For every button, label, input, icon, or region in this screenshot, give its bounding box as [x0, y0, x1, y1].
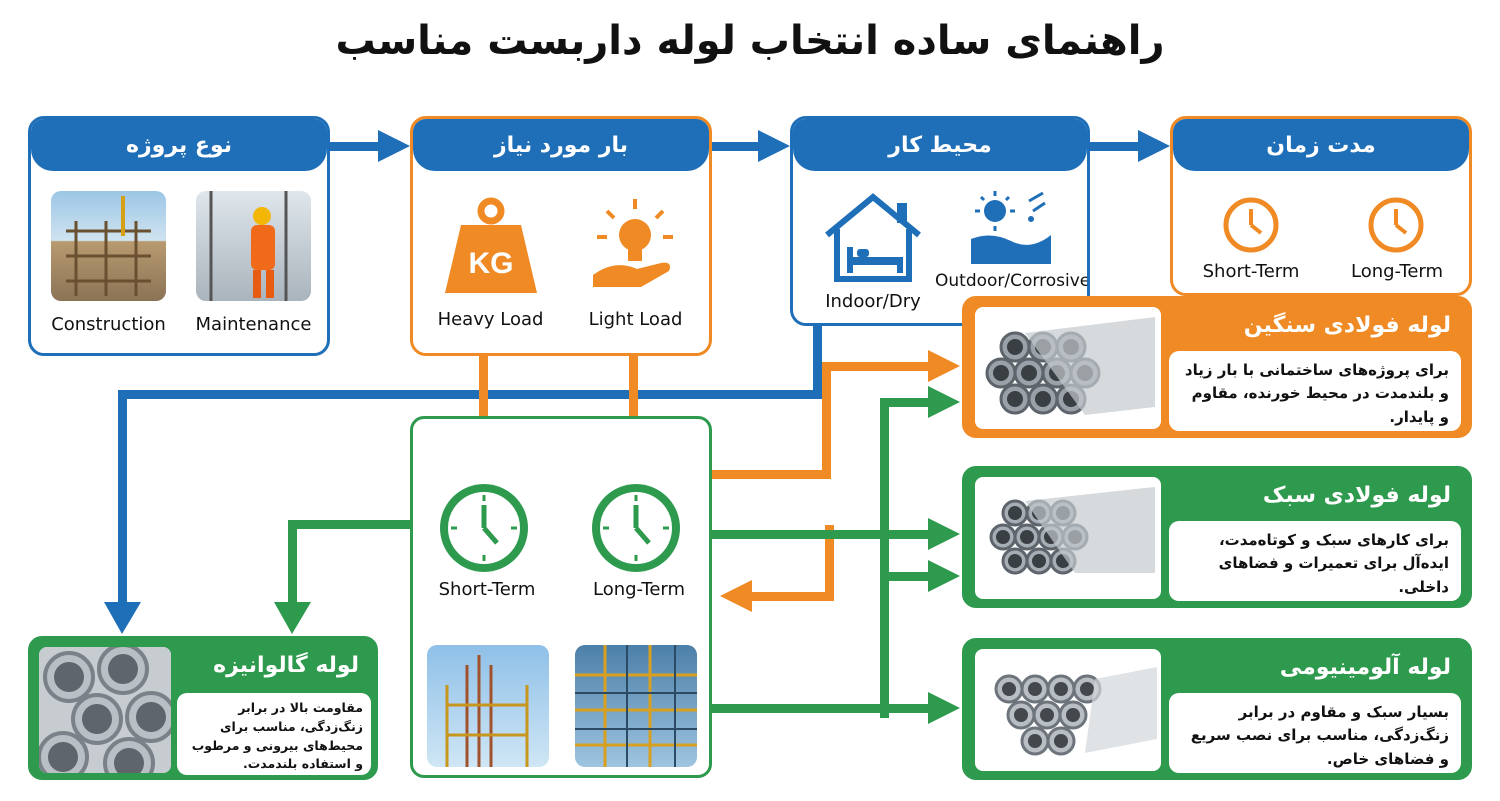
- load-header: بار مورد نیاز: [413, 119, 709, 171]
- site-photo: [427, 645, 549, 767]
- clock-icon: [1366, 195, 1426, 255]
- environment-card: محیط کار Indoor/Dry Outdoor/Corrosive: [790, 116, 1090, 326]
- page-title: راهنمای ساده انتخاب لوله داربست مناسب: [335, 18, 1165, 64]
- duration-header: مدت زمان: [1173, 119, 1469, 171]
- project-type-card: نوع پروژه Construction Maintenance: [28, 116, 330, 356]
- light-steel-title: لوله فولادی سبک: [1262, 483, 1451, 508]
- steel-pipes-image: [975, 477, 1161, 599]
- clock-icon: [1221, 195, 1281, 255]
- heavy-load-label: Heavy Load: [437, 309, 544, 330]
- project-type-header: نوع پروژه: [31, 119, 327, 171]
- heavy-steel-pipe-card: لوله فولادی سنگین برای پروژه‌های ساختمان…: [962, 296, 1472, 438]
- environment-header: محیط کار: [793, 119, 1087, 171]
- steel-pipes-image: [975, 307, 1161, 429]
- construction-photo: [51, 191, 166, 301]
- light-load-label: Light Load: [588, 309, 683, 330]
- galvanized-desc: مقاومت بالا در برابر زنگ‌زدگی، مناسب برا…: [177, 693, 371, 775]
- maintenance-photo: [196, 191, 311, 301]
- step-arrows: [330, 130, 1170, 162]
- green-connectors: [274, 386, 960, 724]
- heavy-steel-desc: برای پروژه‌های ساختمانی با بار زیاد و بل…: [1169, 351, 1461, 431]
- long-term-label: Long-Term: [1350, 261, 1444, 282]
- short-term-label: Short-Term: [1202, 261, 1300, 282]
- galvanized-pipe-card: لوله گالوانیزه مقاومت بالا در برابر زنگ‌…: [28, 636, 378, 780]
- duration-card: مدت زمان Short-Term Long-Term: [1170, 116, 1472, 296]
- kg-text: KG: [469, 247, 514, 280]
- indoor-dry-label: Indoor/Dry: [825, 291, 921, 312]
- load-card: بار مورد نیاز KG Heavy Load Light Load: [410, 116, 712, 356]
- clock-icon: [589, 481, 683, 575]
- long-term-label: Long-Term: [592, 579, 686, 600]
- sun-rain-icon: [971, 189, 1051, 264]
- duration-decision-card: Short-Term Long-Term: [410, 416, 712, 778]
- aluminum-pipes-image: [975, 649, 1161, 771]
- house-bed-icon: [821, 191, 925, 283]
- clock-icon: [437, 481, 531, 575]
- aluminum-pipe-card: لوله آلومینیومی بسیار سبک و مقاوم در برا…: [962, 638, 1472, 780]
- light-steel-pipe-card: لوله فولادی سبک برای کارهای سبک و کوتاه‌…: [962, 466, 1472, 608]
- blue-connector: [104, 326, 822, 634]
- galvanized-title: لوله گالوانیزه: [213, 653, 359, 678]
- kg-weight-icon: KG: [441, 197, 541, 297]
- aluminum-title: لوله آلومینیومی: [1279, 655, 1451, 680]
- short-term-label: Short-Term: [438, 579, 536, 600]
- lightbulb-hand-icon: [585, 197, 685, 297]
- outdoor-corrosive-label: Outdoor/Corrosive: [935, 271, 1090, 291]
- facade-photo: [575, 645, 697, 767]
- construction-label: Construction: [51, 314, 166, 335]
- galvanized-pipes-image: [39, 647, 171, 773]
- heavy-steel-title: لوله فولادی سنگین: [1243, 313, 1451, 338]
- aluminum-desc: بسیار سبک و مقاوم در برابر زنگ‌زدگی، منا…: [1169, 693, 1461, 773]
- light-steel-desc: برای کارهای سبک و کوتاه‌مدت، ایده‌آل برا…: [1169, 521, 1461, 601]
- maintenance-label: Maintenance: [195, 314, 312, 335]
